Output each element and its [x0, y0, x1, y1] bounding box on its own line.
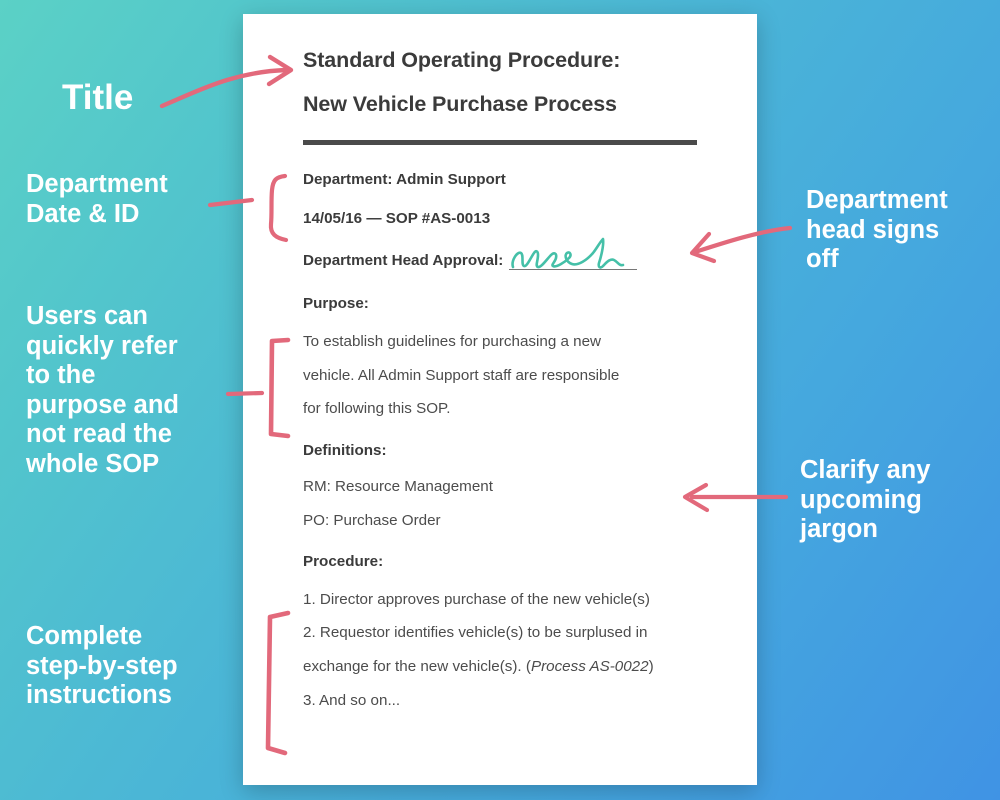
signature-field[interactable]	[507, 237, 639, 271]
procedure-step-2-continued: exchange for the new vehicle(s). (Proces…	[303, 658, 703, 676]
annotation-users-refer: Users can quickly refer to the purpose a…	[26, 302, 180, 478]
purpose-line-3: for following this SOP.	[303, 400, 451, 418]
document-title-line1: Standard Operating Procedure:	[303, 48, 621, 72]
annotation-dept-date-id: Department Date & ID	[26, 170, 168, 228]
procedure-step-1: 1. Director approves purchase of the new…	[303, 590, 650, 608]
document-content: Standard Operating Procedure: New Vehicl…	[303, 48, 703, 709]
purpose-line-1: To establish guidelines for purchasing a…	[303, 333, 602, 350]
definitions-heading: Definitions:	[303, 442, 387, 460]
meta-date-and-id: 14/05/16 — SOP #AS-0013	[303, 210, 491, 227]
purpose-line-2: vehicle. All Admin Support staff are res…	[303, 366, 620, 384]
approval-label: Department Head Approval:	[303, 252, 504, 269]
sop-document-card: Standard Operating Procedure: New Vehicl…	[243, 14, 757, 785]
signature-stroke	[511, 237, 625, 269]
meta-approval-row: Department Head Approval:	[303, 237, 703, 271]
definition-line-2: PO: Purchase Order	[303, 511, 441, 529]
annotation-dept-head-signs: Department head signs off	[806, 186, 948, 274]
annotation-clarify-jargon: Clarify any upcoming jargon	[800, 456, 931, 544]
document-title-line2: New Vehicle Purchase Process	[303, 91, 617, 116]
procedure-step-3: 3. And so on...	[303, 691, 401, 709]
meta-department: Department: Admin Support	[303, 171, 506, 188]
procedure-step-2: 2. Requestor identifies vehicle(s) to be…	[303, 624, 648, 642]
purpose-heading: Purpose:	[303, 295, 369, 312]
procedure-continuation-after: )	[648, 658, 654, 676]
procedure-continuation-before: exchange for the new vehicle(s). (	[303, 658, 531, 676]
procedure-process-reference: Process AS-0022	[530, 658, 649, 676]
annotation-title: Title	[62, 78, 134, 117]
title-divider	[303, 140, 697, 145]
procedure-heading: Procedure:	[303, 552, 384, 570]
definition-line-1: RM: Resource Management	[303, 478, 493, 496]
annotation-complete-steps: Complete step-by-step instructions	[26, 622, 178, 710]
